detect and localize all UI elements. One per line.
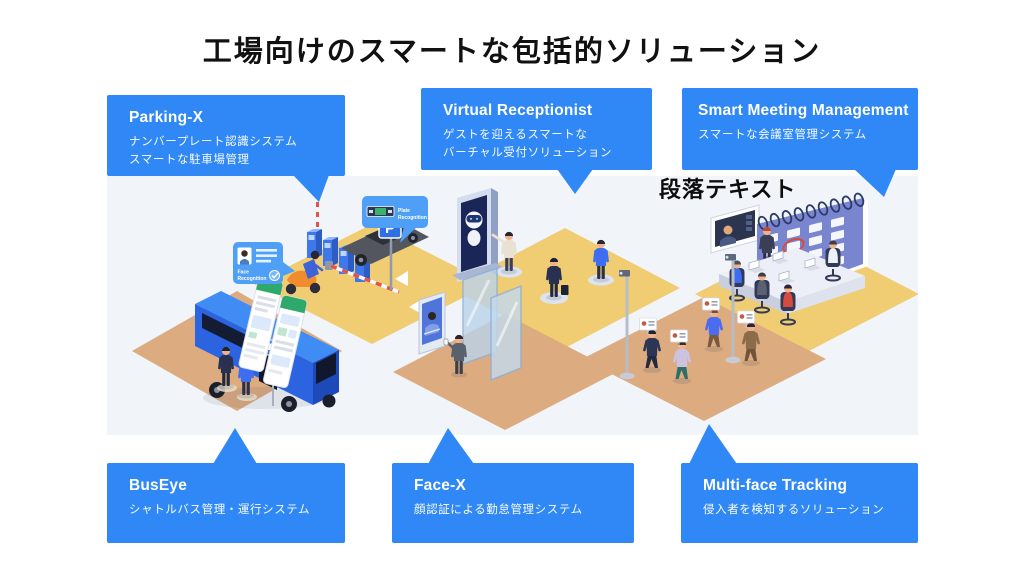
callout-tail [428,428,474,464]
callout-title: Face-X [414,477,467,494]
callout-title: Smart Meeting Management [698,102,909,119]
factory-isometric-illustration: P [107,176,918,435]
page-title: 工場向けのスマートな包括的ソリューション [202,36,822,68]
virtual-receptionist-scene [452,188,614,304]
callout-virtual-receptionist: Virtual Receptionist ゲストを迎えるスマートな バーチャル受… [421,88,652,194]
glass-doors [462,266,522,382]
callout-desc-line: バーチャル受付ソリューション [443,146,613,159]
paragraph-placeholder-text: 段落テキスト [659,177,797,202]
callout-title: Parking-X [129,109,204,126]
check-icon [271,272,279,279]
callout-tail [557,169,593,194]
callout-smart-meeting-management: Smart Meeting Management スマートな会議室管理システム [682,88,918,197]
barrier-arm [325,261,400,294]
callout-title: Virtual Receptionist [443,102,593,119]
callout-parking-x: Parking-X ナンバープレート認識システム スマートな駐車場管理 [107,95,345,202]
callout-desc-line: シャトルバス管理・運行システム [129,504,311,516]
plate-recognition-card: Plate Recognition [362,196,428,243]
video-call-screen [710,204,760,254]
callout-tail [689,424,737,464]
callout-desc-line: 顔認証による勤怠管理システム [414,504,583,516]
callout-desc-line: スマートな駐車場管理 [129,153,250,166]
face-auth-panel [418,291,446,355]
illustration-canvas: P [107,176,918,435]
face-access-scene [418,266,522,382]
callout-tail [293,175,329,202]
face-recognition-card: Face Recognition [233,242,295,284]
face-card-label-line2: Recognition [238,276,267,282]
callout-tail [854,169,896,197]
scooter-rider [285,250,324,295]
smart-meeting-scene [710,192,868,326]
plate-card-label-line2: Recognition [398,215,427,221]
callout-tail [213,428,257,464]
plate-card-label-line1: Plate [398,208,410,214]
callout-desc-line: 侵入者を検知するソリューション [703,504,885,516]
parking-sign-letter: P [385,220,395,237]
callout-face-x: Face-X 顔認証による勤怠管理システム [392,428,634,543]
callout-multi-face-tracking: Multi-face Tracking 侵入者を検知するソリューション [681,424,918,543]
callout-desc-line: スマートな会議室管理システム [698,129,867,141]
callout-title: Multi-face Tracking [703,477,848,494]
callout-desc-line: ゲストを迎えるスマートな [443,129,588,141]
callout-buseye: BusEye シャトルバス管理・運行システム [107,428,345,543]
face-card-label-line1: Face [238,270,250,276]
callout-title: BusEye [129,477,188,494]
callout-desc-line: ナンバープレート認識システム [129,136,298,148]
